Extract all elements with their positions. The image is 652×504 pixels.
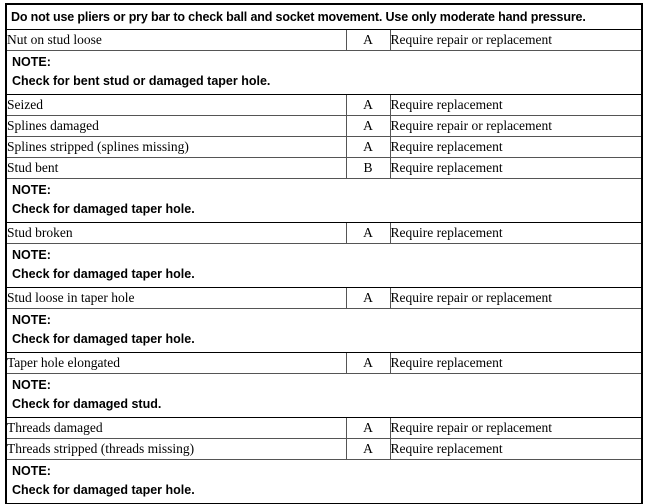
inspection-criteria-table: Do not use pliers or pry bar to check ba… [7, 5, 641, 504]
action-cell: Require replacement [390, 352, 641, 374]
code-cell: A [346, 136, 391, 158]
code-cell: A [346, 222, 391, 244]
action-cell: Require repair or replacement [390, 115, 641, 137]
note-body: Check for damaged taper hole. [12, 483, 195, 497]
condition-cell: Stud bent [7, 157, 347, 179]
note-body: Check for bent stud or damaged taper hol… [12, 74, 271, 88]
document-page: Do not use pliers or pry bar to check ba… [5, 3, 643, 504]
warning-text: Do not use pliers or pry bar to check ba… [11, 10, 586, 24]
note-label: NOTE: [12, 464, 51, 478]
note-label: NOTE: [12, 313, 51, 327]
note-body: Check for damaged taper hole. [12, 332, 195, 346]
note-label: NOTE: [12, 248, 51, 262]
action-cell: Require repair or replacement [390, 29, 641, 51]
note-cell: NOTE: Check for damaged stud. [7, 373, 641, 418]
condition-cell: Seized [7, 94, 347, 116]
note-body: Check for damaged stud. [12, 397, 162, 411]
note-cell: NOTE: Check for damaged taper hole. [7, 459, 641, 504]
table-body: Do not use pliers or pry bar to check ba… [7, 5, 641, 504]
note-cell: NOTE: Check for bent stud or damaged tape… [7, 50, 641, 95]
action-cell: Require replacement [390, 94, 641, 116]
note-row: NOTE: Check for bent stud or damaged tape… [7, 50, 641, 95]
note-cell: NOTE: Check for damaged taper hole. [7, 243, 641, 288]
note-body: Check for damaged taper hole. [12, 267, 195, 281]
action-cell: Require replacement [390, 438, 641, 460]
note-row: NOTE: Check for damaged taper hole. [7, 459, 641, 504]
action-cell: Require replacement [390, 136, 641, 158]
code-cell: A [346, 115, 391, 137]
action-cell: Require replacement [390, 222, 641, 244]
note-row: NOTE: Check for damaged taper hole. [7, 308, 641, 353]
note-row: NOTE: Check for damaged stud. [7, 373, 641, 418]
inspection-table-container: Do not use pliers or pry bar to check ba… [5, 3, 643, 504]
note-row: NOTE: Check for damaged taper hole. [7, 178, 641, 223]
note-label: NOTE: [12, 183, 51, 197]
condition-cell: Nut on stud loose [7, 29, 347, 51]
code-cell: A [346, 352, 391, 374]
condition-cell: Splines damaged [7, 115, 347, 137]
code-cell: B [346, 157, 391, 179]
code-cell: A [346, 94, 391, 116]
action-cell: Require replacement [390, 157, 641, 179]
action-cell: Require repair or replacement [390, 417, 641, 439]
condition-cell: Taper hole elongated [7, 352, 347, 374]
code-cell: A [346, 417, 391, 439]
note-row: NOTE: Check for damaged taper hole. [7, 243, 641, 288]
condition-cell: Threads stripped (threads missing) [7, 438, 347, 460]
note-cell: NOTE: Check for damaged taper hole. [7, 308, 641, 353]
note-label: NOTE: [12, 378, 51, 392]
warning-banner-cell: Do not use pliers or pry bar to check ba… [7, 5, 641, 30]
code-cell: A [346, 287, 391, 309]
note-label: NOTE: [12, 55, 51, 69]
note-cell: NOTE: Check for damaged taper hole. [7, 178, 641, 223]
code-cell: A [346, 438, 391, 460]
note-body: Check for damaged taper hole. [12, 202, 195, 216]
condition-cell: Threads damaged [7, 417, 347, 439]
code-cell: A [346, 29, 391, 51]
warning-banner-row: Do not use pliers or pry bar to check ba… [7, 5, 641, 30]
condition-cell: Stud loose in taper hole [7, 287, 347, 309]
action-cell: Require repair or replacement [390, 287, 641, 309]
condition-cell: Stud broken [7, 222, 347, 244]
condition-cell: Splines stripped (splines missing) [7, 136, 347, 158]
